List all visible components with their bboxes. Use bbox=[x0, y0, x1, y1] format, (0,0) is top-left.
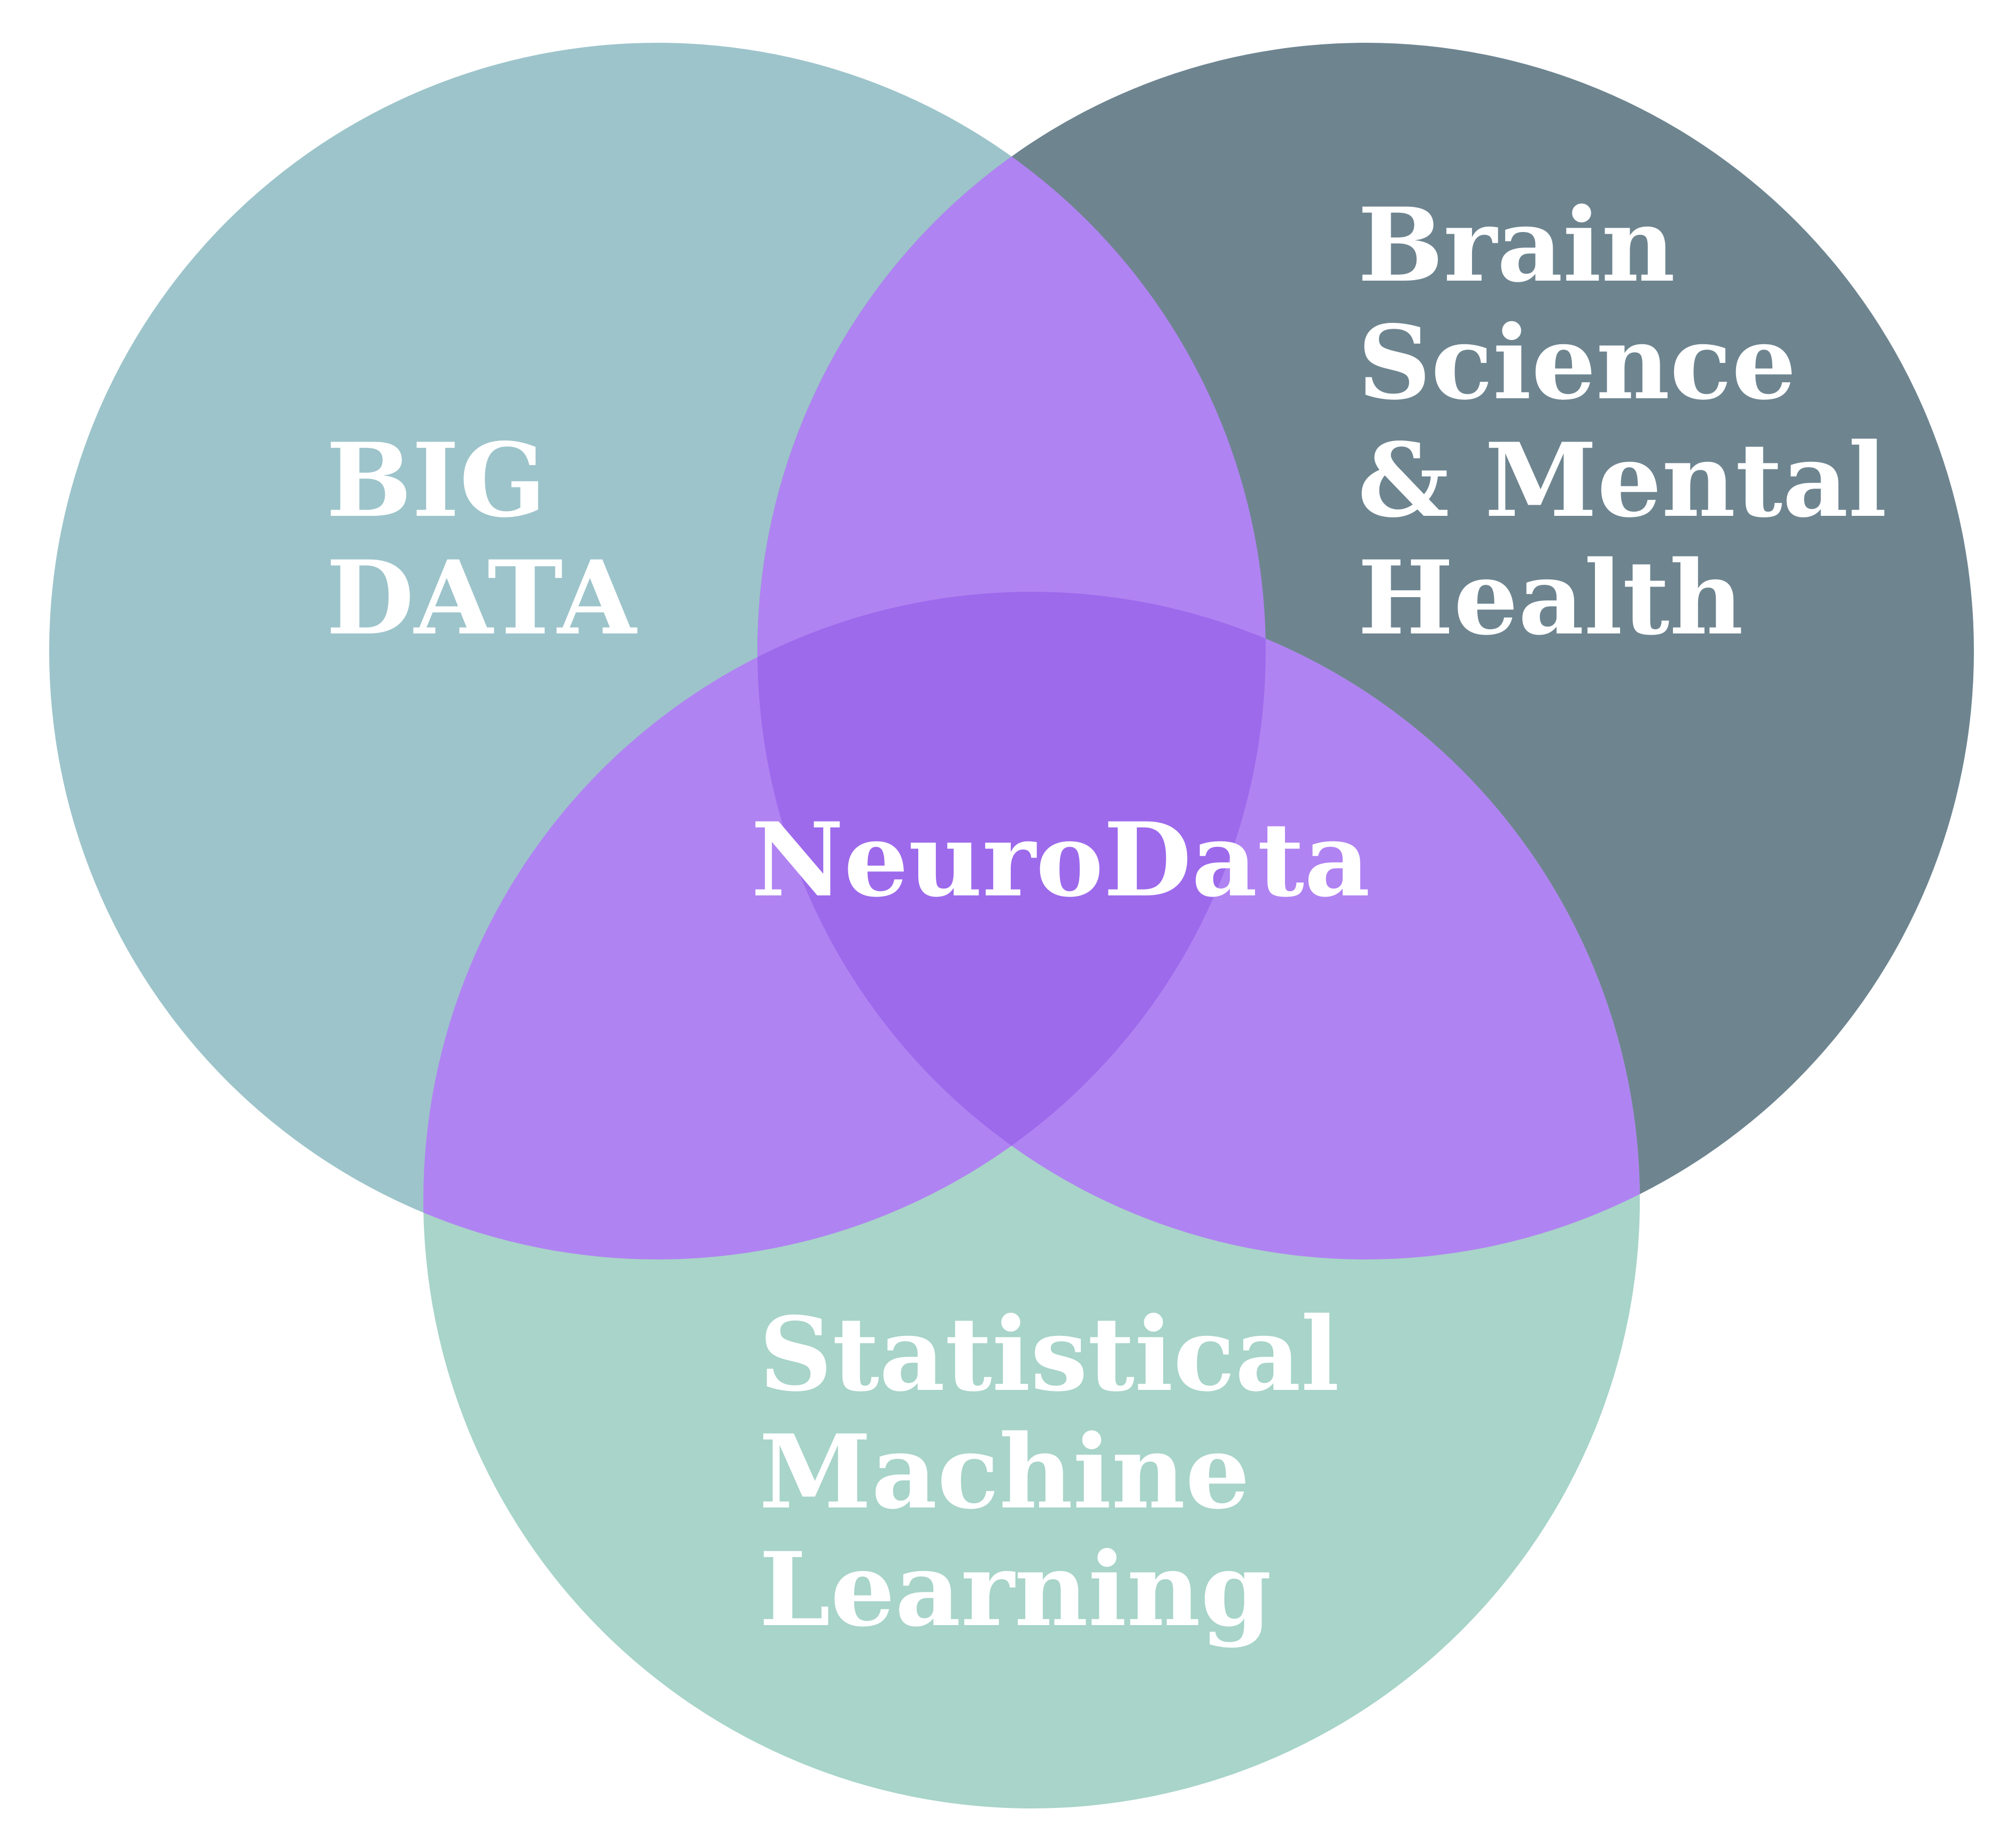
big-data-label-line: DATA bbox=[326, 538, 638, 658]
machine-learning-label-line: Learning bbox=[759, 1530, 1272, 1649]
brain-science-label-line: & Mental bbox=[1358, 421, 1887, 540]
machine-learning-label: Statistical Machine Learning bbox=[759, 1295, 1375, 1649]
brain-science-label-line: Brain bbox=[1358, 185, 1675, 305]
neurodata-label: NeuroData bbox=[751, 800, 1370, 919]
machine-learning-label-line: Machine bbox=[759, 1412, 1250, 1532]
big-data-label-line: BIG bbox=[326, 421, 546, 540]
brain-science-label-line: Health bbox=[1358, 538, 1744, 658]
big-data-label: BIG DATA bbox=[326, 421, 638, 658]
brain-science-label: Brain Science & Mental Health bbox=[1358, 185, 1922, 658]
brain-science-label-line: Science bbox=[1358, 303, 1796, 422]
machine-learning-label-line: Statistical bbox=[759, 1295, 1339, 1414]
